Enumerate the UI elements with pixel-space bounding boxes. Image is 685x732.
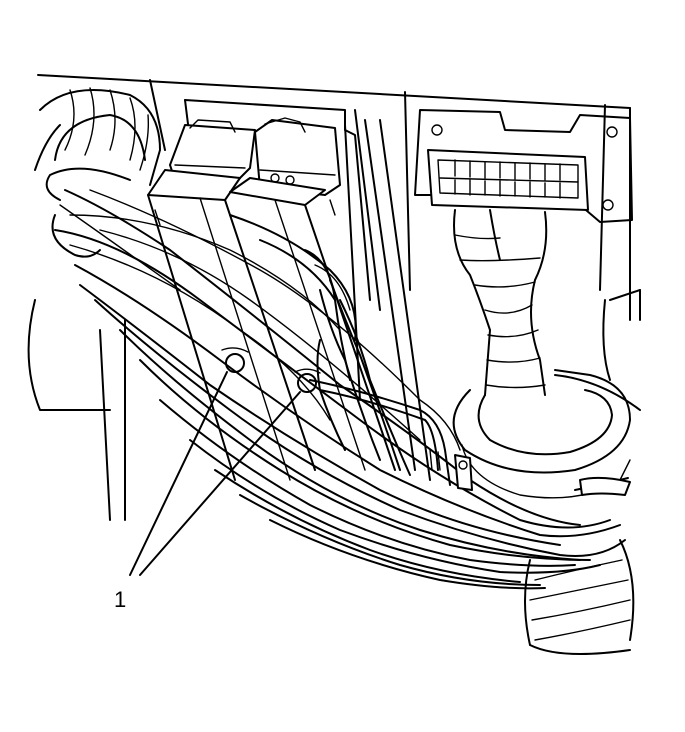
connector-left xyxy=(147,119,316,481)
connector-right xyxy=(229,117,396,471)
conduit-upper-left xyxy=(39,87,161,186)
retaining-tab-left xyxy=(225,353,245,373)
wire-bundle xyxy=(45,167,631,590)
retaining-tab-right xyxy=(297,373,317,393)
grommet xyxy=(452,289,641,499)
connector-bracket xyxy=(184,99,431,481)
dlc-conduit xyxy=(453,209,548,396)
callout-leaders xyxy=(129,371,301,576)
data-link-connector xyxy=(414,109,633,223)
callout-label: 1 xyxy=(114,587,126,612)
